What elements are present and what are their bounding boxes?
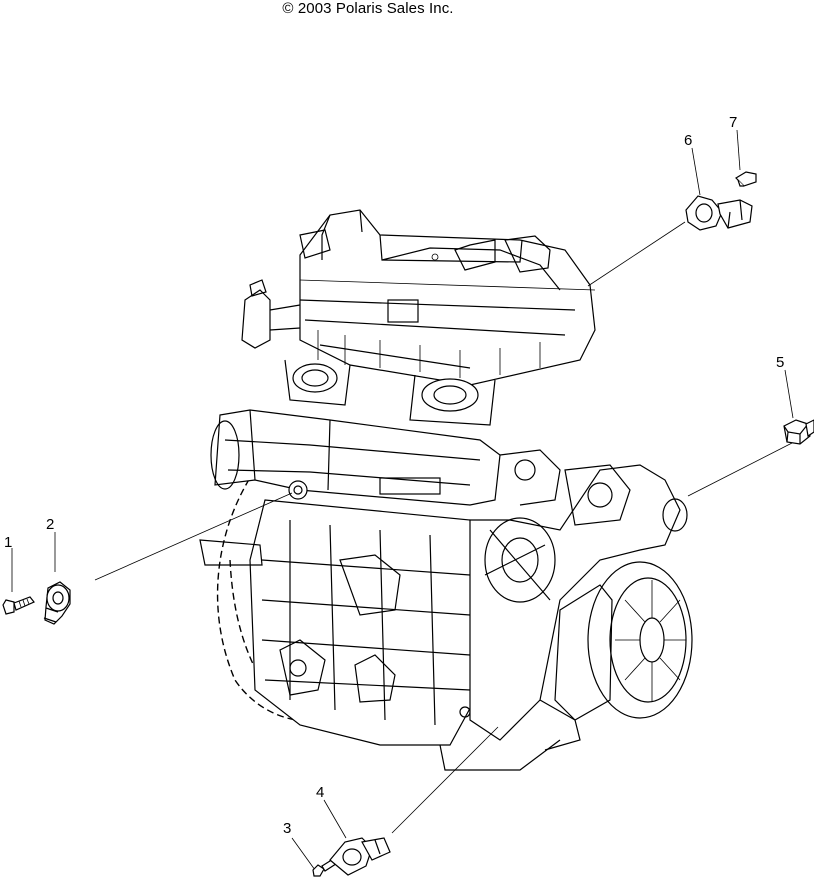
copyright-notice: © 2003 Polaris Sales Inc.	[282, 0, 454, 17]
engine-illustration	[199, 209, 693, 771]
leader-lines	[11, 129, 794, 871]
callout-1: 1	[4, 534, 12, 551]
callout-4: 4	[316, 784, 324, 801]
callout-6: 6	[684, 132, 692, 149]
part-5-temperature-sensor-icon	[783, 419, 814, 445]
part-4-crank-position-sensor-icon	[329, 837, 391, 876]
part-6-cam-position-sensor-icon	[685, 195, 753, 231]
callout-labels: 1 2 3 4 5 6 7	[4, 114, 784, 837]
part-2-knock-sensor-icon	[43, 581, 71, 625]
callout-2: 2	[46, 516, 54, 533]
part-1-screw-icon	[2, 596, 35, 615]
callout-7: 7	[729, 114, 737, 131]
callout-5: 5	[776, 354, 784, 371]
part-7-screw-icon	[735, 171, 757, 187]
callout-3: 3	[283, 820, 291, 837]
